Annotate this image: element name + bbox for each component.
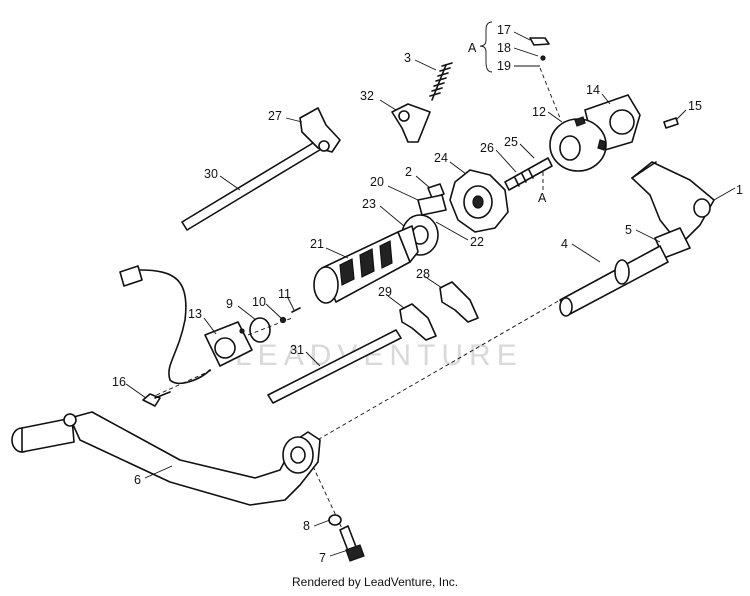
leader-13 xyxy=(203,317,217,335)
part-31-shift-rod xyxy=(267,329,402,404)
leader-29 xyxy=(387,295,405,309)
leader-16 xyxy=(125,383,147,399)
group-a-bracket xyxy=(479,21,493,73)
callout-22: 22 xyxy=(470,235,484,249)
callout-9: 9 xyxy=(226,297,233,311)
leader-7 xyxy=(329,549,349,557)
leader-2 xyxy=(415,175,431,189)
leader-3 xyxy=(414,59,437,71)
callout-7: 7 xyxy=(319,551,326,565)
callout-31: 31 xyxy=(290,343,304,357)
leader-26 xyxy=(495,149,517,173)
leader-28 xyxy=(423,275,443,289)
part-2-bolt xyxy=(427,183,445,199)
callout-23: 23 xyxy=(362,197,376,211)
leader-10 xyxy=(265,303,282,319)
leader-9 xyxy=(237,305,257,321)
part-4-shift-shaft xyxy=(559,245,669,317)
part-24-shift-drum-cam xyxy=(449,169,509,233)
callout-28: 28 xyxy=(416,267,430,281)
part-32-stopper-arm xyxy=(391,103,431,143)
part-29-shift-fork xyxy=(399,303,437,341)
leader-8 xyxy=(313,519,331,527)
footer-credit: Rendered by LeadVenture, Inc. xyxy=(292,575,458,589)
part-6-shift-pedal xyxy=(11,411,321,506)
part-27-shift-fork xyxy=(299,107,341,153)
part-8-washer xyxy=(328,514,342,526)
callout-8: 8 xyxy=(303,519,310,533)
wiring-harness xyxy=(119,265,211,385)
leader-15 xyxy=(675,109,687,121)
part-11-pin xyxy=(291,307,301,313)
part-15-screw xyxy=(663,117,679,129)
callout-20: 20 xyxy=(370,175,384,189)
part-20-retainer xyxy=(417,194,447,216)
callout-17: 17 xyxy=(497,23,511,37)
callout-19: 19 xyxy=(497,59,511,73)
leader-18 xyxy=(513,47,539,57)
leader-21 xyxy=(325,247,349,259)
callout-11: 11 xyxy=(278,287,291,301)
callout-26: 26 xyxy=(480,141,494,155)
group-label-a-top: A xyxy=(468,41,477,55)
part-26-shaft xyxy=(504,157,553,191)
leader-30 xyxy=(219,175,241,191)
part-17-pin xyxy=(529,37,550,46)
part-16-screw xyxy=(142,391,171,407)
part-21-shift-drum xyxy=(313,225,419,304)
callout-5: 5 xyxy=(625,223,632,237)
callout-4: 4 xyxy=(561,237,568,251)
part-7-bolt xyxy=(339,525,365,562)
part-28-shift-fork xyxy=(439,281,479,323)
callout-30: 30 xyxy=(204,167,218,181)
callout-13: 13 xyxy=(188,307,202,321)
part-9-o-ring xyxy=(249,317,271,343)
group-label-a-bottom: A xyxy=(538,191,547,205)
leader-22 xyxy=(435,221,469,241)
callout-24: 24 xyxy=(434,151,448,165)
leader-4 xyxy=(571,243,601,263)
leader-11 xyxy=(287,297,295,311)
callout-32: 32 xyxy=(360,89,374,103)
leader-31 xyxy=(305,351,321,367)
axis-line-shaft xyxy=(299,299,561,451)
callout-27: 27 xyxy=(268,109,282,123)
leader-20 xyxy=(387,185,419,201)
callout-10: 10 xyxy=(252,295,266,309)
leader-12 xyxy=(547,111,563,123)
leader-25 xyxy=(519,143,535,159)
callout-21: 21 xyxy=(310,237,324,251)
callout-12: 12 xyxy=(532,105,546,119)
part-3-spring xyxy=(429,62,453,101)
callout-15: 15 xyxy=(688,99,702,113)
leader-23 xyxy=(379,205,405,227)
leader-24 xyxy=(449,161,467,175)
leader-17 xyxy=(513,31,531,41)
callout-1: 1 xyxy=(736,183,743,197)
leader-27 xyxy=(285,117,303,123)
callout-18: 18 xyxy=(497,41,511,55)
callout-14: 14 xyxy=(586,83,600,97)
leader-1 xyxy=(713,187,736,201)
callout-2: 2 xyxy=(405,165,412,179)
part-12-segment xyxy=(549,116,607,172)
part-1-shift-arm xyxy=(631,161,715,246)
callout-3: 3 xyxy=(404,51,411,65)
leader-32 xyxy=(379,99,397,111)
callout-29: 29 xyxy=(378,285,392,299)
callout-25: 25 xyxy=(504,135,518,149)
axis-line-12 xyxy=(539,67,561,119)
part-18-pin xyxy=(540,55,546,61)
leader-14 xyxy=(601,93,611,105)
callout-6: 6 xyxy=(134,473,141,487)
leader-6 xyxy=(144,465,173,479)
part-30-shift-rod xyxy=(181,139,324,231)
axis-line-16 xyxy=(149,369,213,399)
part-13-neutral-switch xyxy=(204,321,253,367)
callout-16: 16 xyxy=(112,375,126,389)
part-10-pin xyxy=(279,316,287,324)
leader-5 xyxy=(635,229,661,243)
